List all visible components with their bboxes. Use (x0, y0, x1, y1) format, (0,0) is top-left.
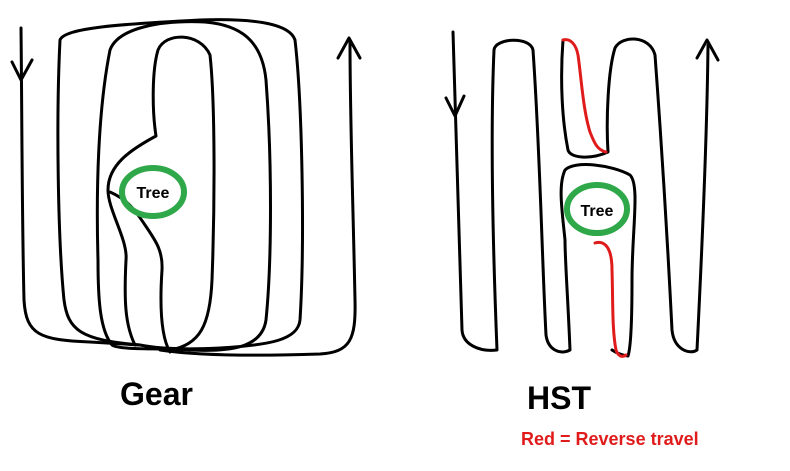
gear-caption: Gear (120, 376, 193, 412)
hst-path-top (560, 37, 710, 354)
hst-caption: HST (527, 380, 591, 416)
gear-loop-2 (95, 20, 272, 352)
gear-diagram: Tree (10, 18, 362, 357)
gear-exit-arrowhead (336, 36, 362, 60)
gear-entry-arrowhead (10, 58, 34, 82)
hst-tree-label: Tree (581, 203, 614, 220)
gear-entry-path (19, 26, 142, 347)
hst-path-left (451, 30, 637, 358)
hst-reverse-path-top (561, 38, 608, 154)
reverse-travel-legend: Red = Reverse travel (521, 429, 699, 449)
gear-exit-path (158, 40, 357, 357)
hst-tree-ring (564, 182, 630, 236)
gear-tree-ring (119, 165, 187, 219)
gear-loop-outer (56, 18, 304, 351)
hst-reverse-path-bottom (593, 240, 628, 358)
gear-loop-3 (106, 35, 216, 352)
hst-exit-arrowhead (695, 38, 720, 62)
hst-entry-arrowhead (444, 94, 466, 118)
hst-diagram: Tree (444, 30, 720, 358)
gear-tree-label: Tree (137, 185, 170, 202)
